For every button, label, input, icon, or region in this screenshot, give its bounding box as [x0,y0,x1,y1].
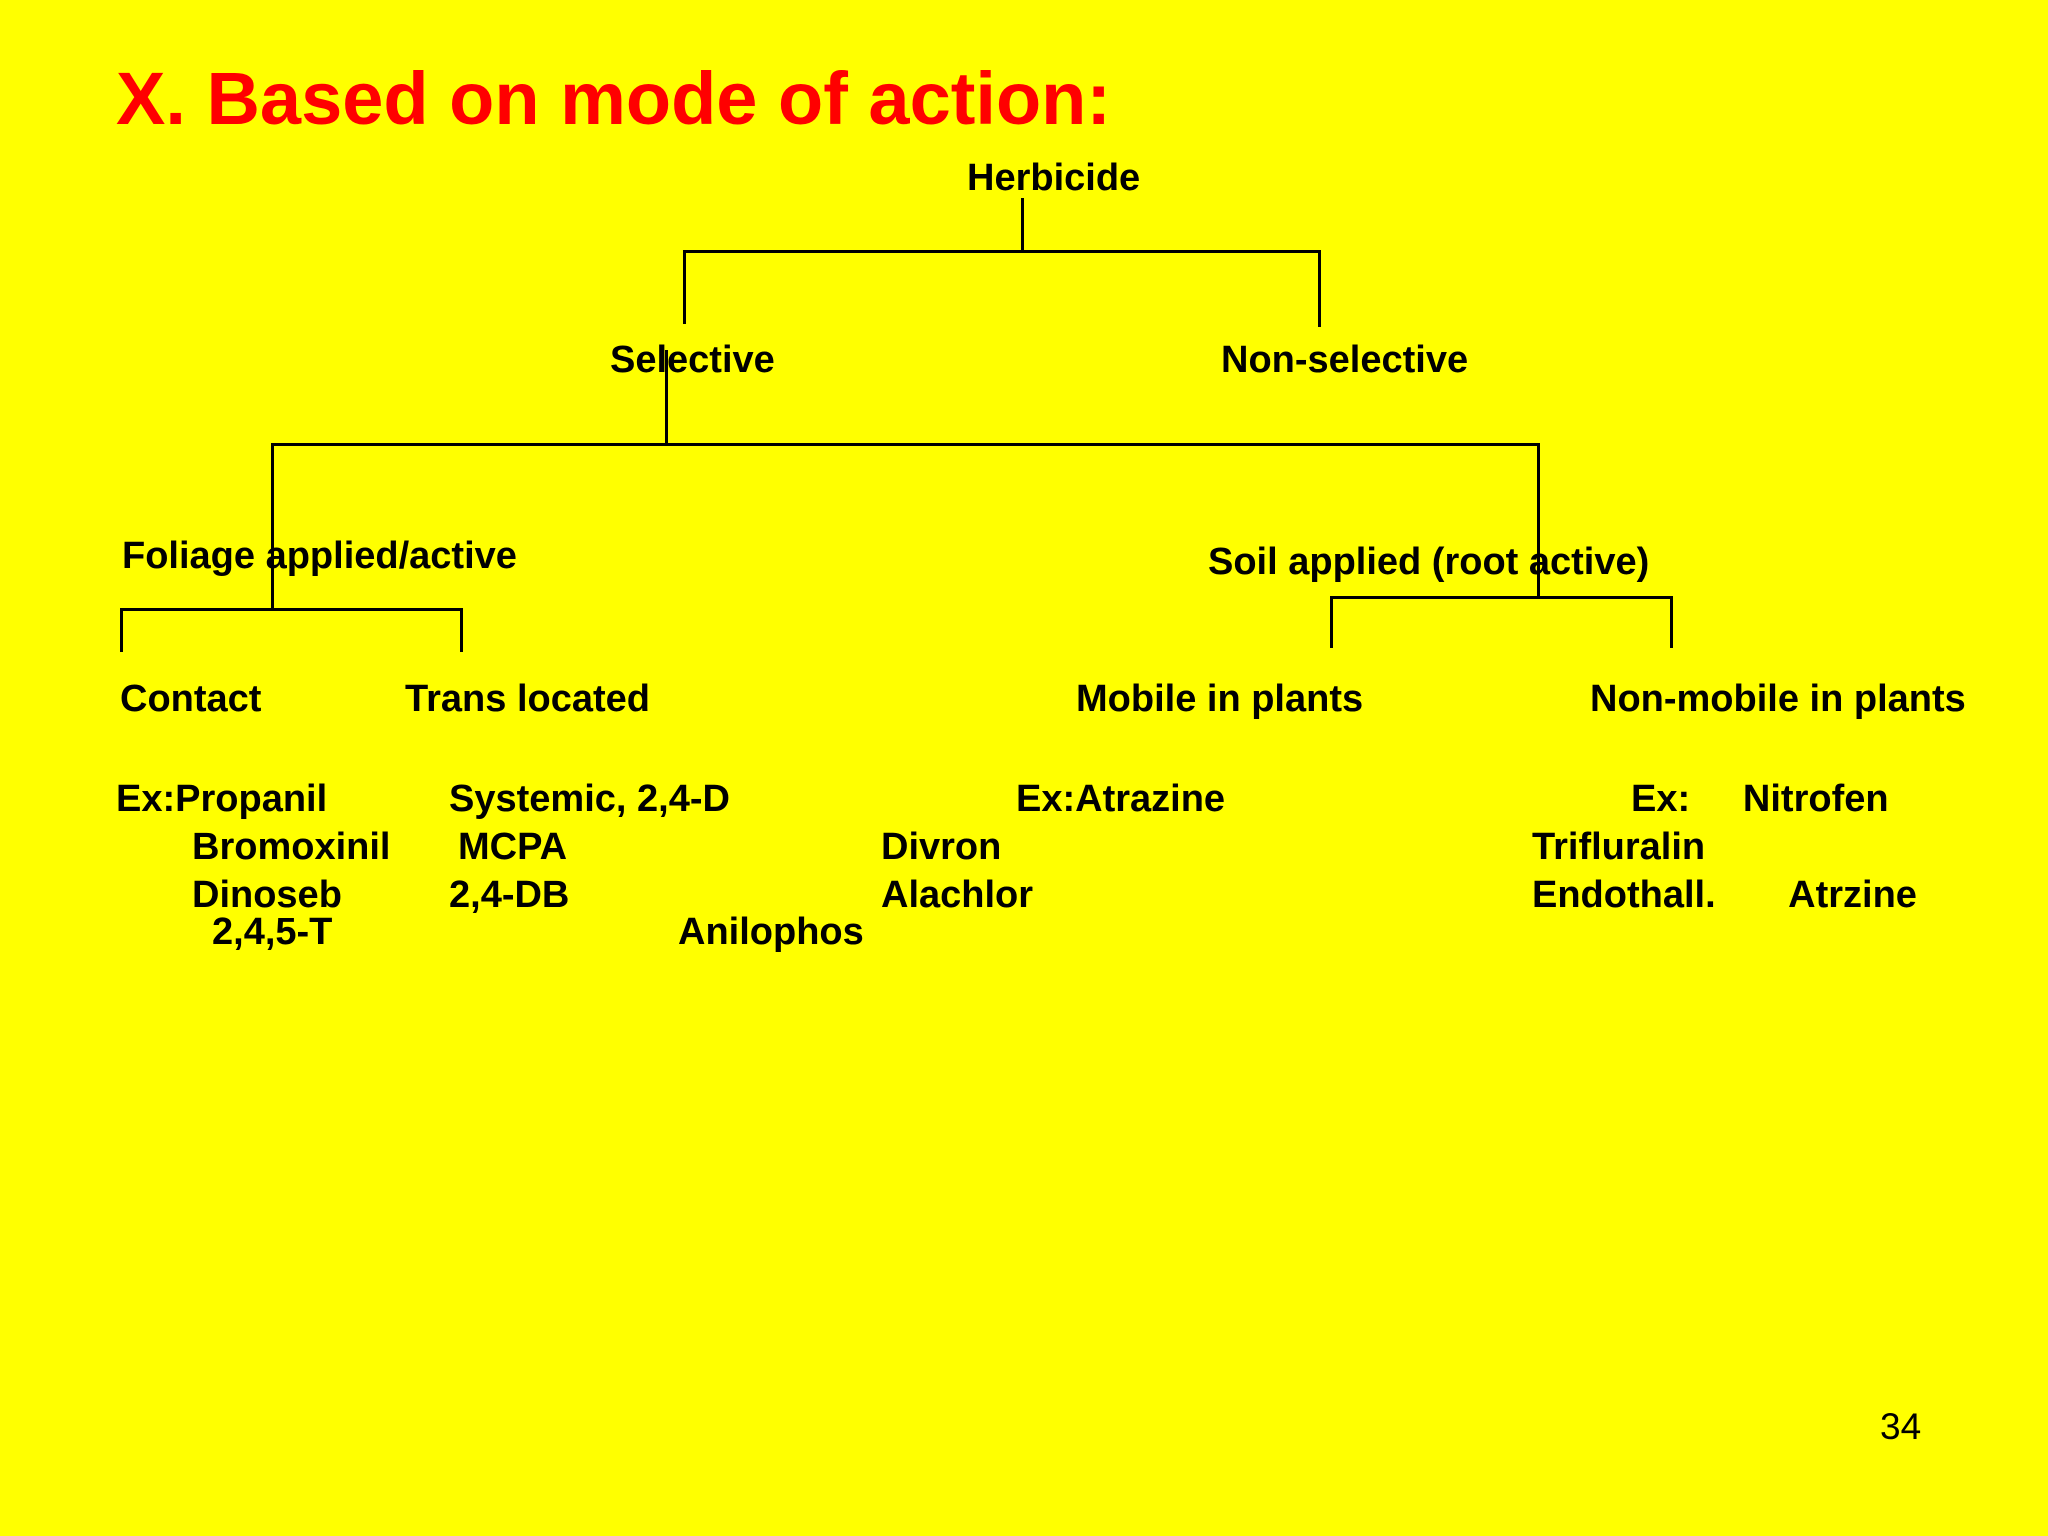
connector-drop-non-mobile [1670,596,1673,648]
example-translocated-3: 2,4-DB [449,874,570,916]
node-soil-applied: Soil applied (root active) [1208,541,1650,583]
connector-drop-selective [683,250,686,324]
example-translocated-1: Systemic, 2,4-D [449,778,730,820]
connector-level2-horizontal [271,443,1540,446]
page-number: 34 [1880,1406,1922,1447]
example-contact-3: Dinoseb [192,874,342,916]
example-non-mobile-3: Endothall. Atrzine [1532,874,1917,916]
example-mobile-3: Alachlor [881,874,1034,916]
example-contact-2: Bromoxinil [192,826,391,868]
example-translocated-2: MCPA [458,826,568,868]
connector-drop-soil [1537,443,1540,598]
node-mobile-in-plants: Mobile in plants [1076,678,1364,720]
node-non-mobile-in-plants: Non-mobile in plants [1590,678,1966,720]
connector-drop-non-selective [1318,250,1321,327]
connector-foliage-horizontal [120,608,463,611]
connector-selective-stem [665,350,668,445]
connector-drop-foliage [271,443,274,610]
node-trans-located: Trans located [405,678,650,720]
example-mobile-2: Divron [881,826,1002,868]
connector-drop-contact [120,608,123,652]
connector-drop-translocated [460,608,463,652]
connector-drop-mobile [1330,596,1333,648]
example-non-mobile-2: Trifluralin [1532,826,1706,868]
example-mobile-1: Ex:Atrazine [1016,778,1226,820]
node-contact: Contact [120,678,262,720]
node-herbicide: Herbicide [967,157,1141,199]
connector-soil-horizontal [1330,596,1673,599]
example-contact-4: 2,4,5-T [212,911,333,953]
example-translocated-4: Anilophos [678,911,864,953]
example-non-mobile-1: Ex: Nitrofen [1631,778,1889,820]
slide-title: X. Based on mode of action: [116,57,1111,140]
connector-level1-horizontal [683,250,1321,253]
connector-root-stem [1021,198,1024,253]
example-contact-1: Ex:Propanil [116,778,328,820]
node-selective: Selective [610,339,775,381]
node-non-selective: Non-selective [1221,339,1469,381]
node-foliage-applied: Foliage applied/active [122,535,517,577]
